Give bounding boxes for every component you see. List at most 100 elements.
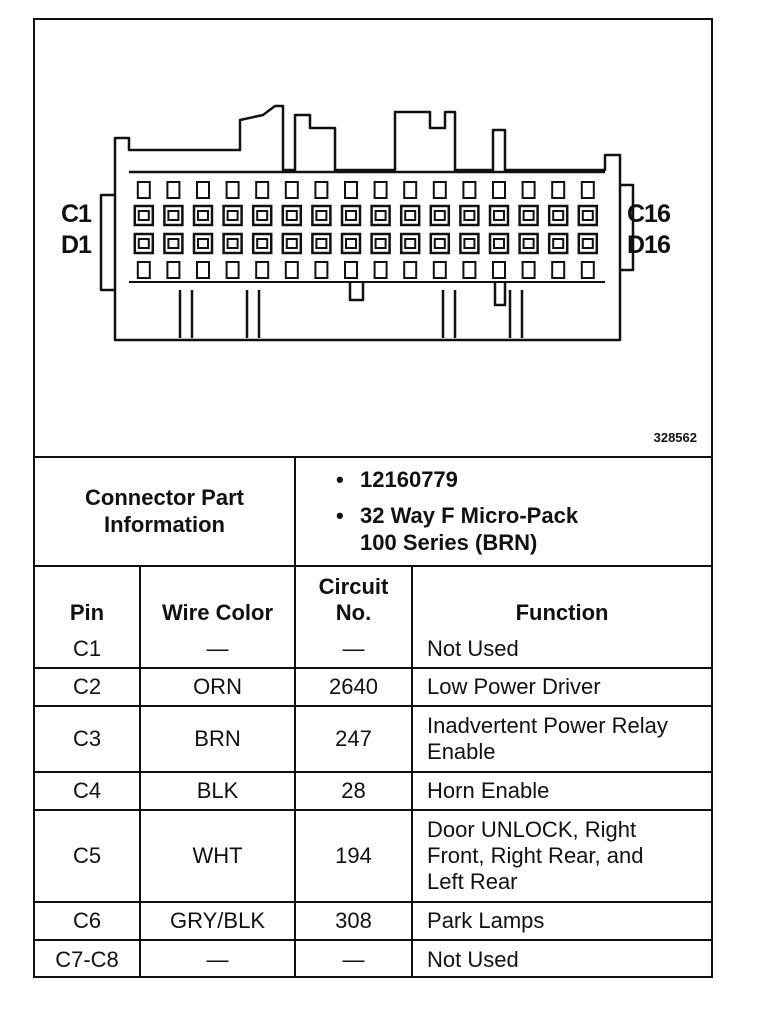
pin-cavity [222, 204, 243, 227]
table-header-row: Pin Wire Color Circuit No. Function [35, 565, 712, 630]
wire-color-cell: BLK [138, 771, 297, 811]
pin-terminal [285, 210, 298, 221]
pin-cavity [551, 181, 566, 199]
function-line: Front, Right Rear, and [427, 843, 644, 868]
pin-terminal [463, 210, 476, 221]
pin-cavity [311, 232, 332, 255]
function-line: Not Used [427, 946, 519, 972]
info-label-line2: Information [104, 511, 225, 537]
pin-cavity [373, 261, 388, 279]
pin-cavity [399, 232, 421, 255]
pin-terminal [581, 210, 594, 221]
function-line: Left Rear [427, 869, 518, 894]
pin-cavity [251, 232, 273, 255]
header-circuit-no: Circuit No. [294, 565, 414, 630]
wire-color-cell: WHT [138, 809, 297, 903]
function-line: Horn Enable [427, 778, 550, 803]
circuit-cell: — [294, 630, 414, 669]
connector-info-row: Connector Part Information • 12160779 • … [35, 456, 712, 567]
function-cell: Not Used [411, 630, 712, 669]
pin-cavity [492, 261, 506, 279]
pin-cavity [518, 204, 539, 227]
pin-cavity [370, 232, 391, 255]
label-d1: D1 [61, 231, 92, 259]
pin-terminal [552, 238, 565, 249]
pin-cavity [521, 261, 536, 279]
function-line: Park Lamps [427, 908, 545, 933]
pin-cavity [488, 204, 510, 227]
description-row: • 32 Way F Micro-Pack 100 Series (BRN) [336, 502, 711, 556]
circuit-cell: 194 [294, 809, 414, 903]
pin-terminal [433, 210, 446, 221]
pin-terminal [137, 210, 150, 221]
description-line1: 32 Way F Micro-Pack [360, 502, 579, 528]
pin-terminal [493, 210, 505, 221]
pin-cavity [251, 204, 273, 227]
pin-terminal [374, 238, 387, 249]
pin-cavity [399, 204, 421, 227]
pin-cell: C2 [35, 667, 141, 707]
pin-terminal [522, 210, 535, 221]
function-cell: Not Used [411, 939, 712, 978]
part-number-row: • 12160779 [336, 466, 711, 493]
table-row: C7-C8——Not Used [35, 939, 712, 978]
header-function: Function [411, 565, 712, 630]
pin-cavity [370, 204, 391, 227]
pin-cavity [133, 204, 155, 227]
connector-part-info-label: Connector Part Information [35, 456, 297, 567]
function-cell: Horn Enable [411, 771, 712, 811]
description-line2: 100 Series (BRN) [360, 529, 538, 555]
pin-terminal [226, 210, 239, 221]
pin-terminal [197, 238, 209, 249]
pin-terminal [552, 210, 565, 221]
pin-cavity [314, 181, 329, 199]
pin-cavity [314, 261, 329, 279]
function-line: Low Power Driver [427, 674, 601, 699]
pin-cavity [192, 232, 214, 255]
pin-cavity [373, 181, 388, 199]
pin-cavity [518, 232, 539, 255]
pin-cavity [432, 261, 447, 279]
pin-terminal [404, 210, 417, 221]
connector-sheet: C1 D1 C16 D16 328562 Connector Part Info… [33, 18, 713, 978]
wire-color-cell: — [138, 939, 297, 978]
pin-terminal [137, 238, 150, 249]
pin-cavity [340, 204, 362, 227]
pin-cavity [225, 261, 240, 279]
pin-grid [133, 181, 599, 279]
pin-cavity [429, 232, 451, 255]
pin-cavity [196, 261, 210, 279]
function-line: Enable [427, 739, 496, 764]
pin-cell: C1 [35, 630, 141, 669]
connector-face-diagram [99, 104, 635, 342]
pin-cavity [166, 261, 181, 279]
pin-cell: C7-C8 [35, 939, 141, 978]
pin-cavity [136, 261, 151, 279]
pin-cavity [492, 181, 506, 199]
wire-color-cell: GRY/BLK [138, 901, 297, 941]
pin-terminal [167, 238, 180, 249]
pin-cavity [163, 204, 184, 227]
function-line: Inadvertent Power Relay [427, 713, 668, 738]
pin-terminal [493, 238, 505, 249]
pin-cavity [344, 261, 358, 279]
table-row: C1——Not Used [35, 630, 712, 669]
pin-cavity [163, 232, 184, 255]
pin-terminal [345, 210, 357, 221]
pin-cavity [196, 181, 210, 199]
pin-cavity [551, 261, 566, 279]
circuit-cell: — [294, 939, 414, 978]
pin-cavity [459, 232, 480, 255]
label-c16: C16 [627, 200, 671, 228]
header-circuit-line2: No. [335, 600, 372, 625]
bullet-icon: • [336, 502, 344, 528]
header-circuit-line1: Circuit [318, 574, 389, 599]
function-line: Door UNLOCK, Right [427, 817, 637, 842]
pin-terminal [404, 238, 417, 249]
label-c1: C1 [61, 200, 92, 228]
pin-terminal [522, 238, 535, 249]
header-pin: Pin [35, 565, 141, 630]
